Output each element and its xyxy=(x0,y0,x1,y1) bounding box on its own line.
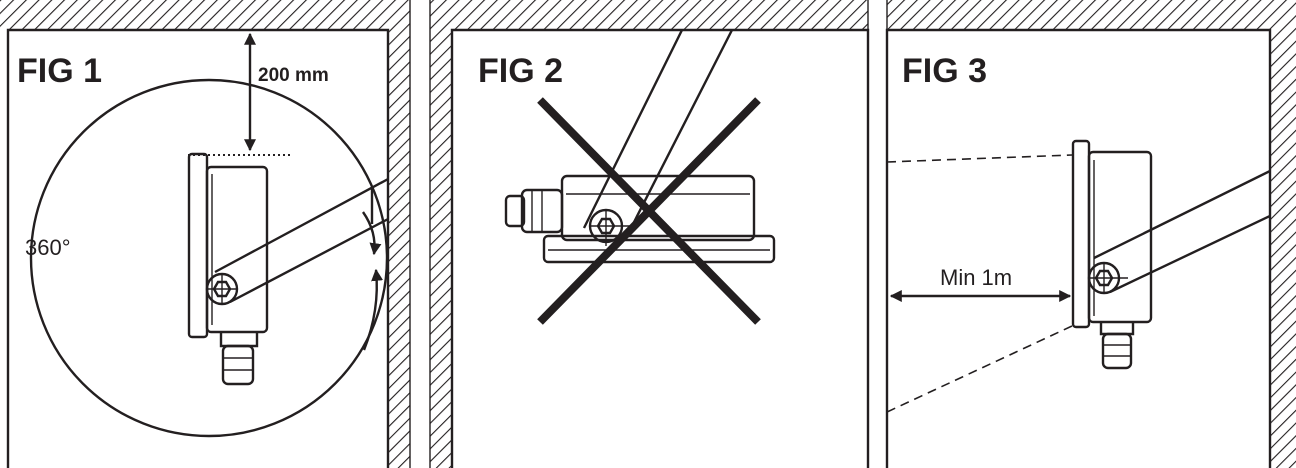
device-side-view xyxy=(1071,139,1153,370)
view-line-lower xyxy=(887,325,1073,413)
clearance-dimension: 200 mm xyxy=(188,32,329,156)
figure-label: FIG 3 xyxy=(902,52,987,90)
pivot-bolt xyxy=(1087,261,1128,295)
distance-dimension: Min 1m xyxy=(889,265,1072,302)
device-top-view xyxy=(504,174,776,264)
wall-hatch xyxy=(1270,30,1296,468)
figure-label: FIG 1 xyxy=(17,52,102,90)
figure-1-panel: FIG 1 200 mm xyxy=(0,0,410,468)
prohibited-cross xyxy=(537,97,761,325)
ceiling-hatch xyxy=(430,0,868,30)
wall-hatch xyxy=(430,30,452,468)
rotation-arrow-up xyxy=(362,268,384,351)
figure-3-panel: FIG 3 Min 1 xyxy=(885,0,1296,468)
ceiling-hatch xyxy=(887,0,1296,30)
ceiling-hatch xyxy=(0,0,410,30)
wall-hatch xyxy=(388,30,410,468)
device-side-view xyxy=(187,152,269,386)
mounting-arm xyxy=(582,29,734,231)
mounting-arm xyxy=(214,177,388,304)
distance-label: Min 1m xyxy=(940,265,1012,290)
clearance-label: 200 mm xyxy=(258,65,329,86)
mounting-arm xyxy=(1093,169,1270,294)
pivot-bolt xyxy=(205,272,239,306)
rotation-circle xyxy=(29,78,388,438)
rotation-angle-label: 360° xyxy=(25,235,71,260)
figure-label: FIG 2 xyxy=(478,52,563,90)
wall-outline xyxy=(885,28,1272,468)
pivot-bolt xyxy=(588,208,630,246)
wall-outline xyxy=(6,28,390,468)
figure-2-panel: FIG 2 xyxy=(430,0,870,468)
view-line-upper xyxy=(887,154,1073,163)
rotation-arrow-down xyxy=(362,211,382,256)
wall-outline xyxy=(450,28,870,468)
